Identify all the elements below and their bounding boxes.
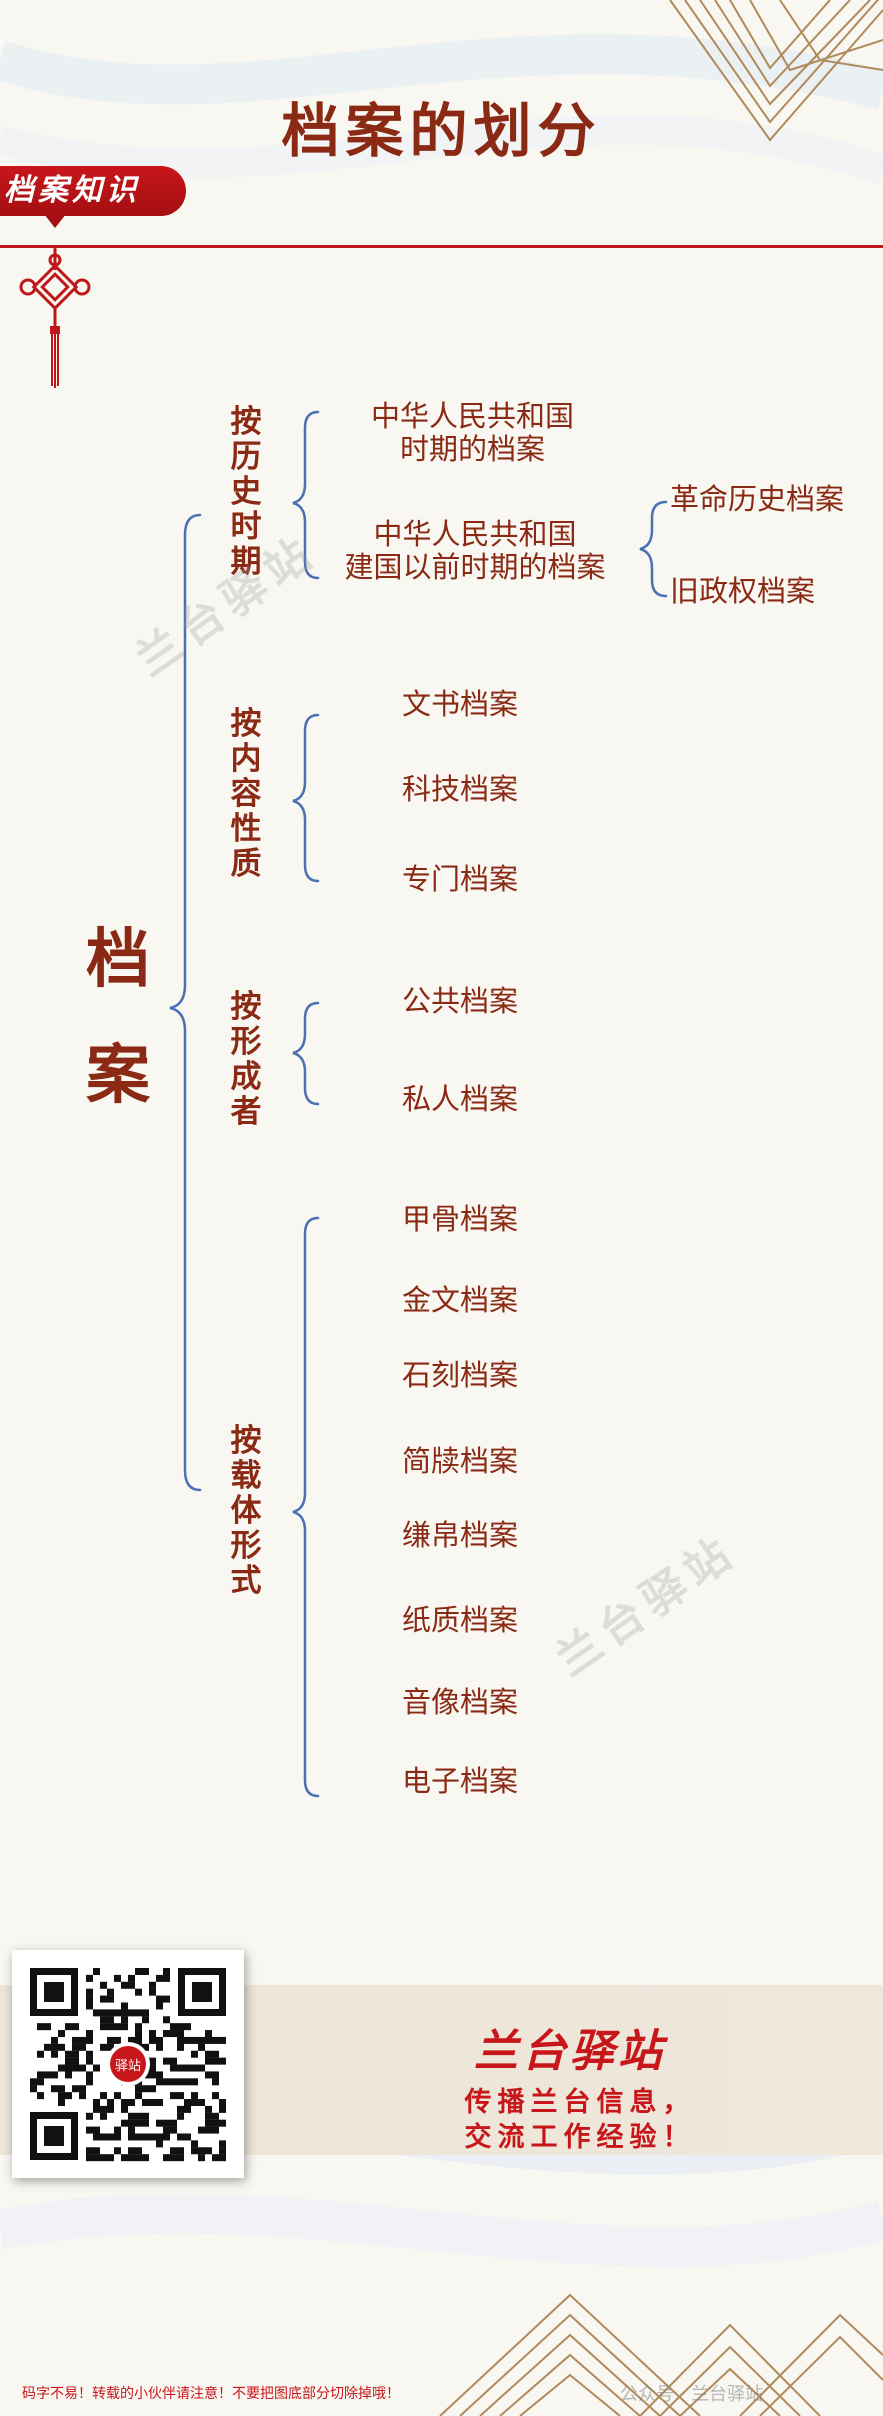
category-carrier: 按载体形式 — [230, 1423, 262, 1599]
tree-brackets — [169, 410, 668, 1798]
qr-code: 驿站 — [12, 1950, 244, 2178]
chinese-knot-icon — [19, 248, 91, 388]
leaf-carrier-7: 音像档案 — [401, 1685, 518, 1719]
gold-stripes-decoration-bottom — [439, 2293, 883, 2416]
creator-bracket — [292, 1001, 320, 1106]
root-label-char1: 档 — [86, 923, 150, 997]
content-bracket — [292, 713, 320, 883]
leaf-carrier-4: 简牍档案 — [401, 1444, 518, 1478]
category-history: 按历史时期 — [230, 404, 262, 580]
leaf-carrier-3: 石刻档案 — [401, 1358, 518, 1392]
header-divider — [0, 245, 883, 248]
leaf-content-1: 文书档案 — [401, 687, 518, 721]
root-label-char2: 案 — [86, 1039, 150, 1113]
leaf-revolution-archives: 革命历史档案 — [670, 482, 845, 516]
category-content: 按内容性质 — [230, 706, 262, 882]
wechat-watermark: 公众号 · 兰台驿站 — [620, 2384, 764, 2405]
root-bracket — [169, 513, 202, 1492]
leaf-content-2: 科技档案 — [401, 772, 518, 806]
footer-note: 码字不易！转载的小伙伴请注意！不要把图底部分切除掉哦！ — [22, 2386, 400, 2402]
leaf-pre-prc-period: 中华人民共和国 建国以前时期的档案 — [344, 517, 606, 584]
leaf-carrier-6: 纸质档案 — [401, 1603, 518, 1637]
leaf-carrier-8: 电子档案 — [401, 1764, 518, 1798]
footer-slogan-1: 传播兰台信息， — [464, 2087, 696, 2118]
gold-stripes-decoration — [669, 0, 883, 142]
footer-brand-name: 兰台驿站 — [474, 2026, 666, 2077]
footer-slogan-2: 交流工作经验！ — [464, 2122, 696, 2153]
qr-logo-icon — [110, 2046, 146, 2082]
category-creator: 按形成者 — [230, 989, 262, 1130]
history-bracket — [292, 410, 320, 580]
leaf-carrier-2: 金文档案 — [401, 1283, 518, 1317]
qr-logo-text: 驿站 — [115, 2059, 141, 2074]
banner-pointer — [44, 214, 66, 228]
carrier-bracket — [292, 1216, 320, 1798]
leaf-carrier-5: 缣帛档案 — [401, 1518, 518, 1552]
leaf-carrier-1: 甲骨档案 — [401, 1202, 518, 1236]
leaf-prc-period: 中华人民共和国 时期的档案 — [370, 399, 574, 466]
leaf-old-regime-archives: 旧政权档案 — [670, 574, 816, 608]
page-title: 档案的划分 — [281, 97, 602, 165]
leaf-creator-2: 私人档案 — [401, 1082, 518, 1116]
pre-prc-bracket — [639, 500, 668, 598]
leaf-content-3: 专门档案 — [401, 862, 518, 896]
leaf-creator-1: 公共档案 — [401, 984, 518, 1018]
section-banner: 档案知识 — [0, 166, 186, 216]
